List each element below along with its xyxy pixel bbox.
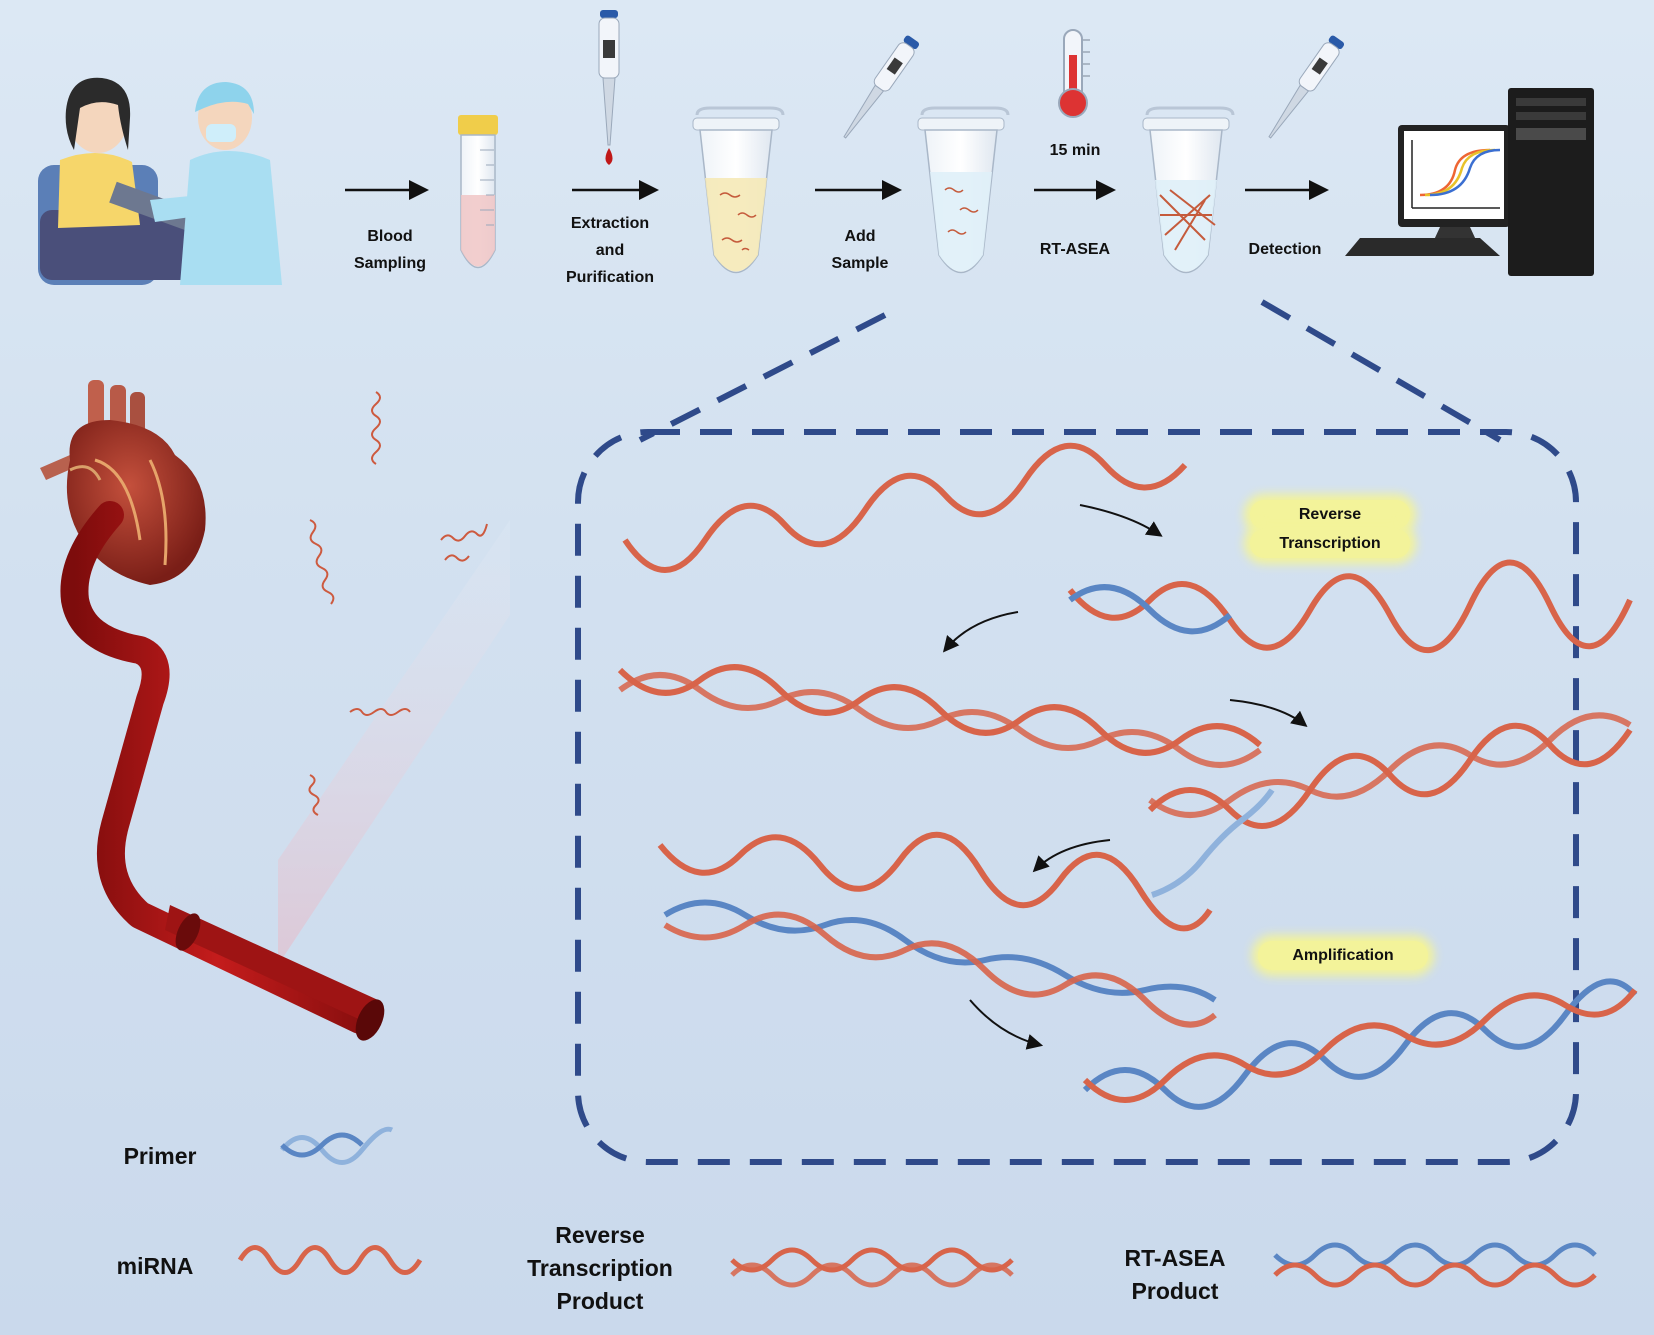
label-amplification-text: Amplification xyxy=(1258,941,1428,970)
magnification-beam xyxy=(278,520,510,965)
computer-icon xyxy=(1345,88,1594,276)
legend-rtasea-product-label: RT-ASEA Product xyxy=(1090,1242,1260,1308)
legend-rtasea-product-line2: Product xyxy=(1131,1278,1219,1304)
label-extraction-line3: Purification xyxy=(565,269,654,286)
mechanism-mirna-strand xyxy=(622,442,1188,573)
mechanism-rt-asea-product xyxy=(1082,978,1638,1110)
label-time: 15 min xyxy=(1049,142,1101,159)
label-add-sample-line1: Add xyxy=(844,228,876,245)
mechanism-rt-product-duplex xyxy=(617,664,1262,768)
label-amplification: Amplification xyxy=(1258,941,1428,970)
label-reverse-transcription: Reverse Transcription xyxy=(1250,500,1410,558)
label-reverse-transcription-line2: Transcription xyxy=(1250,529,1410,558)
label-detection: Detection xyxy=(1248,241,1322,258)
label-extraction-line1: Extraction xyxy=(570,215,650,232)
legend-rtasea-product-line1: RT-ASEA xyxy=(1124,1245,1226,1271)
legend-rt-product-line2: Transcription xyxy=(527,1255,673,1281)
label-add-sample: Add Sample xyxy=(790,223,930,277)
pipette-icon xyxy=(1268,35,1345,139)
label-blood-sampling: Blood Sampling xyxy=(320,223,460,277)
label-blood-sampling-line2: Sampling xyxy=(353,255,426,272)
microtube-extracted-rna-icon xyxy=(692,106,785,274)
zoom-dashed-lines xyxy=(638,299,1502,443)
label-extraction: Extraction and Purification xyxy=(530,210,690,291)
pipette-icon xyxy=(598,10,620,165)
pipette-icon xyxy=(843,35,920,139)
legend-primer-glyph xyxy=(280,1126,394,1165)
legend-mirna-label: miRNA xyxy=(116,1253,194,1279)
legend-rt-product-label: Reverse Transcription Product xyxy=(510,1219,690,1318)
microtube-sample-icon xyxy=(917,106,1010,274)
legend-rtasea-product-glyph xyxy=(1273,1242,1597,1288)
label-reverse-transcription-line1: Reverse xyxy=(1250,500,1410,529)
mechanism-strand-displacement xyxy=(1147,712,1633,898)
mechanism-dashed-box xyxy=(575,429,1579,1165)
label-add-sample-line2: Sample xyxy=(831,255,889,272)
legend-primer-label: Primer xyxy=(123,1143,197,1169)
label-rt-asea-step: RT-ASEA xyxy=(1039,241,1111,258)
blood-collection-tube-icon xyxy=(458,115,498,269)
legend-rt-product-line3: Product xyxy=(556,1288,644,1314)
floating-mirna-strands xyxy=(308,391,488,816)
label-blood-sampling-line1: Blood xyxy=(367,228,413,245)
label-extraction-line2: and xyxy=(595,242,625,259)
blood-sampling-illustration xyxy=(38,77,282,285)
legend-rt-product-line1: Reverse xyxy=(555,1222,645,1248)
legend-rt-product-glyph xyxy=(730,1247,1014,1288)
process-arrow xyxy=(942,504,1308,1050)
blood-vessel-illustration xyxy=(60,501,385,1041)
microtube-amplified-icon xyxy=(1142,106,1235,274)
heart-illustration xyxy=(40,380,206,585)
mechanism-amplifying-duplexes xyxy=(657,831,1217,1028)
legend-mirna-glyph xyxy=(237,1245,423,1275)
mechanism-primer-bound-strand xyxy=(1067,559,1633,654)
thermometer-icon xyxy=(1058,29,1090,118)
